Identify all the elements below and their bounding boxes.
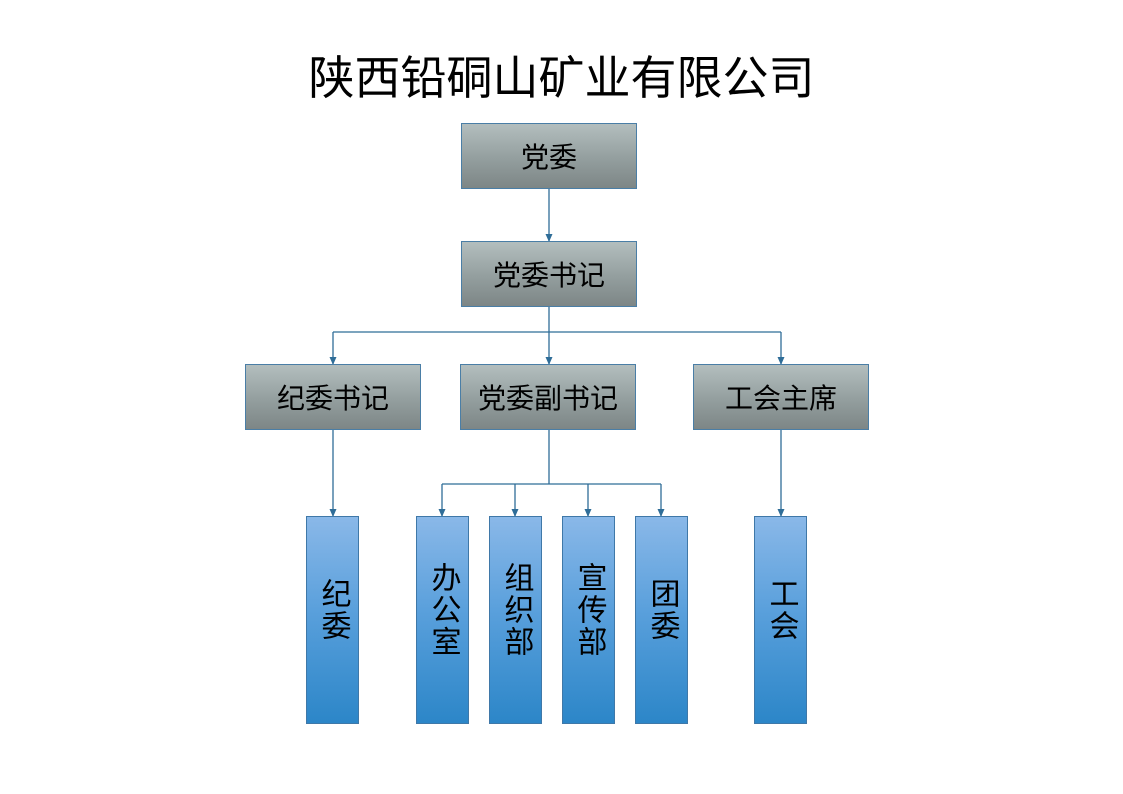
- node-dangwei: 党委: [461, 123, 637, 189]
- page-title: 陕西铅硐山矿业有限公司: [308, 51, 815, 105]
- node-tuanwei: 团委: [635, 516, 688, 724]
- node-gonghui-label: 工会: [763, 578, 799, 642]
- node-xuanchuanbu: 宣传部: [562, 516, 615, 724]
- node-bangongshi: 办公室: [416, 516, 469, 724]
- node-jiwei-shuji-label: 纪委书记: [276, 382, 389, 415]
- node-dangwei-shuji: 党委书记: [461, 241, 637, 307]
- node-dangwei-label: 党委: [520, 141, 577, 174]
- node-tuanwei-label: 团委: [644, 578, 680, 642]
- node-jiwei-shuji: 纪委书记: [245, 364, 421, 430]
- node-zuzhibu: 组织部: [489, 516, 542, 724]
- node-zuzhibu-label: 组织部: [498, 562, 534, 658]
- node-jiwei-label: 纪委: [315, 578, 351, 642]
- node-gonghui: 工会: [754, 516, 807, 724]
- node-dangwei-fu-shuji: 党委副书记: [460, 364, 636, 430]
- node-bangongshi-label: 办公室: [425, 562, 461, 658]
- node-xuanchuanbu-label: 宣传部: [571, 562, 607, 658]
- node-dangwei-fu-shuji-label: 党委副书记: [477, 382, 618, 415]
- node-gonghui-zhuxi: 工会主席: [693, 364, 869, 430]
- node-dangwei-shuji-label: 党委书记: [492, 259, 605, 292]
- node-gonghui-zhuxi-label: 工会主席: [724, 382, 837, 415]
- node-jiwei: 纪委: [306, 516, 359, 724]
